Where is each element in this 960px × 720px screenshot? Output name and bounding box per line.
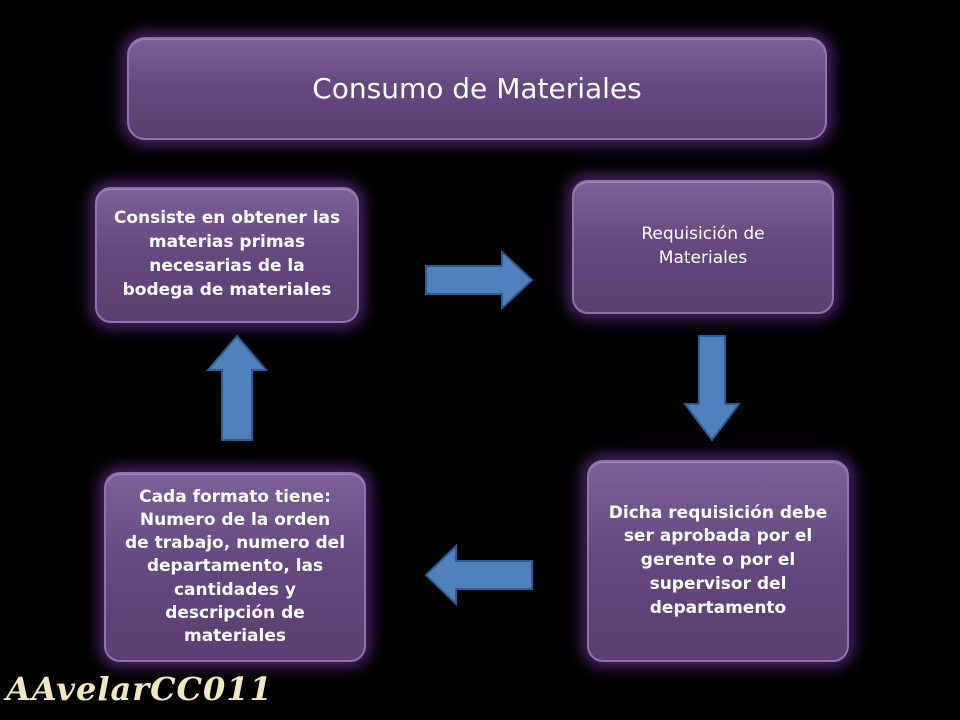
diagram-title: Consumo de Materiales xyxy=(127,37,827,140)
arrow-up-icon xyxy=(205,334,269,441)
step-format-text: Cada formato tiene: Numero de la orden d… xyxy=(124,487,346,646)
arrow-down-icon xyxy=(683,335,741,442)
step-obtain-text: Consiste en obtener las materias primas … xyxy=(113,208,341,300)
arrow-left-icon xyxy=(424,543,533,607)
step-obtain-box: Consiste en obtener las materias primas … xyxy=(95,187,359,323)
title-text: Consumo de Materiales xyxy=(312,71,642,105)
author-signature: AAvelarCC011 xyxy=(6,670,273,708)
step-format-box: Cada formato tiene: Numero de la orden d… xyxy=(104,472,366,662)
arrow-right-icon xyxy=(425,249,534,311)
step-requisition-text: Requisición de Materiales xyxy=(641,224,765,268)
step-requisition-box: Requisición de Materiales xyxy=(572,180,834,314)
step-approval-text: Dicha requisición debe ser aprobada por … xyxy=(608,502,828,618)
step-approval-box: Dicha requisición debe ser aprobada por … xyxy=(587,460,849,662)
